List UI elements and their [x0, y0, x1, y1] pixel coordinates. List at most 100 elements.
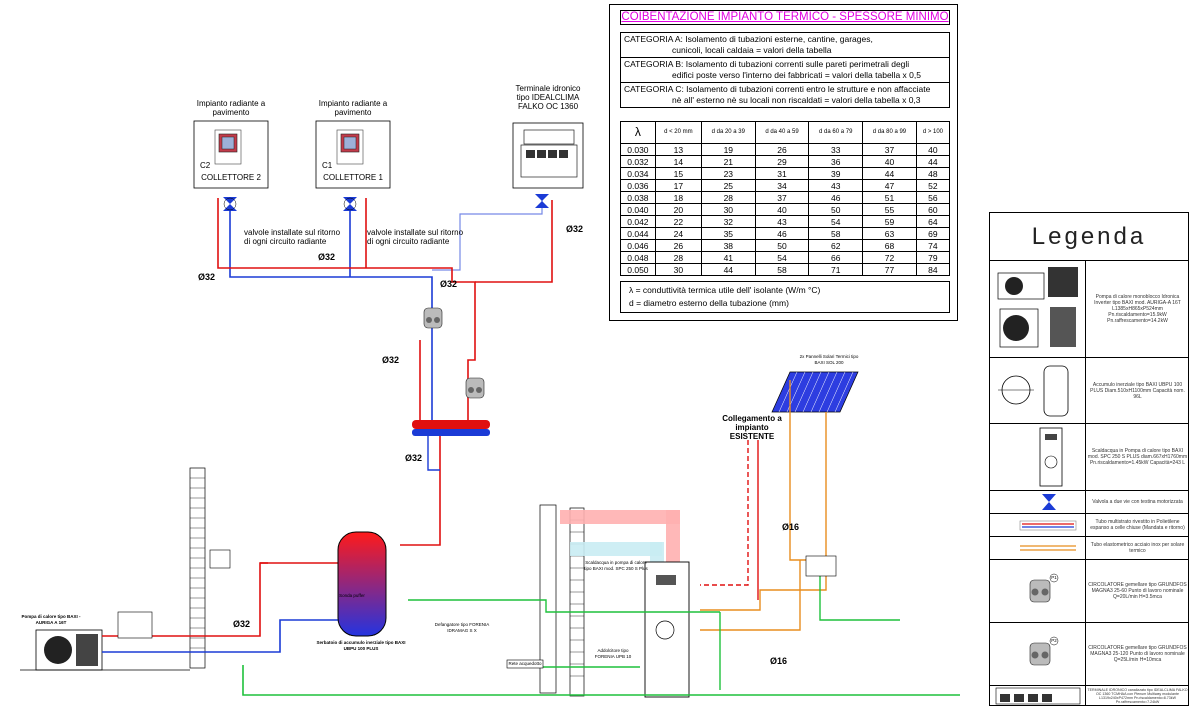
legend-item: TERMINALE IDRONICO canalizzato tipo IDEA…	[990, 686, 1188, 706]
collector-2-box	[193, 120, 269, 189]
diameter-label: Ø16	[770, 656, 788, 666]
thickness-cell: 44	[862, 167, 917, 180]
thickness-cell: 64	[915, 215, 951, 228]
solar-label: 2x Pannelli Solari Termici tipo BAXI SOL…	[799, 354, 859, 365]
existing-connection-label: Collegamento a impianto ESISTENTE	[722, 414, 782, 441]
thickness-cell: 24	[654, 227, 702, 240]
lambda-cell: 0.044	[620, 227, 656, 240]
thickness-cell: 25	[700, 179, 756, 192]
thickness-cell: 59	[862, 215, 917, 228]
lambda-cell: 0.050	[620, 263, 656, 276]
thickness-cell: 20	[654, 203, 702, 216]
thickness-cell: 37	[754, 191, 810, 204]
note-diameter: d = diametro esterno della tubazione (mm…	[629, 298, 789, 308]
lambda-header: λ	[620, 121, 656, 144]
diameter-header: d da 60 a 79	[808, 121, 864, 144]
legend-item-text: Pompa di calore monoblocco Idronica Inve…	[1094, 294, 1181, 324]
thickness-cell: 15	[654, 167, 702, 180]
thickness-cell: 44	[915, 155, 951, 168]
note-lambda: λ = conduttività termica utile dell' iso…	[629, 285, 821, 295]
legend-item-text: Scaldacqua in Pompa di calore tipo BAXI …	[1087, 448, 1188, 466]
heat-pump-label: Pompa di calore tipo BAXI - AURIGA A 16T	[21, 614, 81, 625]
terminal-title: Terminale idronico tipo IDEALCLIMA FALKO…	[515, 84, 581, 111]
thickness-cell: 62	[808, 239, 864, 252]
thickness-cell: 51	[862, 191, 917, 204]
thickness-cell: 44	[700, 263, 756, 276]
thickness-cell: 26	[754, 143, 810, 156]
diameter-header: d da 20 a 39	[700, 121, 756, 144]
valve-icon	[223, 197, 237, 211]
buffer-tank	[337, 531, 387, 637]
collector-1-box	[315, 120, 391, 189]
p2-tag: P2	[1051, 638, 1057, 643]
thickness-cell: 79	[915, 251, 951, 264]
thickness-cell: 40	[754, 203, 810, 216]
valve-icon	[343, 197, 357, 211]
diameter-label: Ø32	[405, 453, 423, 463]
thickness-cell: 28	[654, 251, 702, 264]
dhw-label: Scaldacqua in pompa di calore tipo BAXI …	[584, 560, 648, 571]
category-b: CATEGORIA B: Isolamento di tubazioni cor…	[620, 57, 950, 83]
thickness-cell: 19	[700, 143, 756, 156]
valve-note-2: valvole installate sul ritorno di ogni c…	[367, 228, 464, 246]
buffer-label: Serbatoio di accumulo inerziale tipo BAX…	[316, 640, 406, 651]
lambda-cell: 0.042	[620, 215, 656, 228]
pipe-solar-icon	[990, 537, 1086, 559]
heat-pump-icon	[990, 261, 1086, 357]
legend-item: P1 CIRCOLATORE gemellare tipo GRUNDFOS M…	[990, 560, 1188, 623]
collector-2-tag: C2	[200, 161, 211, 170]
legend-item-text: Tubo elastometrico acciaio inox per sola…	[1090, 542, 1185, 554]
thickness-cell: 40	[862, 155, 917, 168]
thickness-cell: 22	[654, 215, 702, 228]
thickness-cell: 35	[700, 227, 756, 240]
thickness-cell: 21	[700, 155, 756, 168]
thickness-cell: 58	[754, 263, 810, 276]
thickness-cell: 38	[700, 239, 756, 252]
diameter-header: d da 80 a 99	[862, 121, 917, 144]
table-notes: λ = conduttività termica utile dell' iso…	[620, 281, 950, 313]
collector-1-tag: C1	[322, 161, 333, 170]
addolcitore-label: Addolcitore tipo FORENIA UPB 10	[594, 648, 632, 659]
thickness-cell: 69	[915, 227, 951, 240]
thickness-cell: 36	[808, 155, 864, 168]
insulation-table-panel: COIBENTAZIONE IMPIANTO TERMICO - SPESSOR…	[609, 4, 958, 321]
circulator-p2-icon: P2	[990, 623, 1086, 685]
legend-item: Valvola a due vie con testina motorizzat…	[990, 491, 1188, 514]
buffer-tank-icon	[990, 358, 1086, 423]
thickness-cell: 54	[754, 251, 810, 264]
category-a: CATEGORIA A: Isolamento di tubazioni est…	[620, 32, 950, 58]
thickness-cell: 46	[808, 191, 864, 204]
thickness-cell: 33	[808, 143, 864, 156]
lambda-cell: 0.032	[620, 155, 656, 168]
solar-panel	[771, 371, 859, 413]
thickness-cell: 18	[654, 191, 702, 204]
thickness-cell: 50	[808, 203, 864, 216]
valve-icon	[990, 491, 1086, 513]
thickness-cell: 37	[862, 143, 917, 156]
diameter-label: Ø32	[566, 224, 584, 234]
thickness-cell: 48	[915, 167, 951, 180]
thickness-cell: 55	[862, 203, 917, 216]
thickness-cell: 41	[700, 251, 756, 264]
thickness-cell: 84	[915, 263, 951, 276]
thickness-cell: 56	[915, 191, 951, 204]
diameter-label: Ø32	[440, 279, 458, 289]
thickness-cell: 31	[754, 167, 810, 180]
legend-item-text: CIRCOLATORE gemellare tipo GRUNDFOS MAGN…	[1088, 582, 1187, 600]
hydraulic-schematic	[20, 120, 960, 698]
thickness-cell: 71	[808, 263, 864, 276]
legend-title: Legenda	[990, 213, 1188, 261]
legend-item-text: CIRCOLATORE gemellare tipo GRUNDFOS MAGN…	[1088, 645, 1187, 663]
thickness-cell: 46	[754, 227, 810, 240]
valve-icon	[535, 194, 549, 208]
hydraulic-separator	[412, 420, 490, 429]
radiant-2-title: Impianto radiante a pavimento	[196, 99, 266, 117]
diameter-label: Ø32	[233, 619, 251, 629]
diameter-header: d > 100	[915, 121, 951, 144]
